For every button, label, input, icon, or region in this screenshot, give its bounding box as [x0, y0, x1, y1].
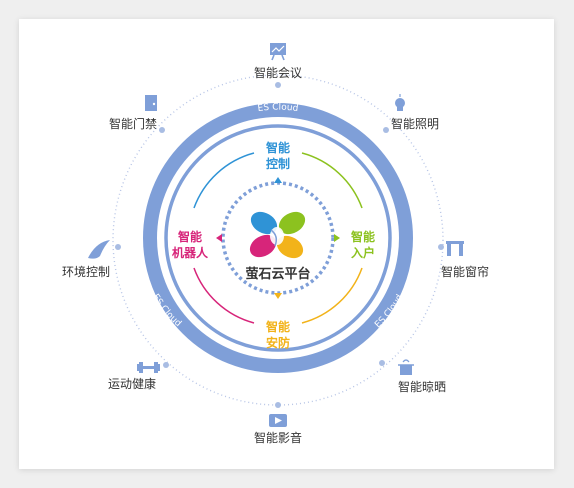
segment-bottom-line2: 安防: [266, 335, 290, 350]
arrow-bottom: [274, 293, 282, 299]
ezviz-logo: [249, 211, 306, 259]
clothes-drying-icon: [398, 359, 414, 375]
center-title: 萤石云平台: [245, 266, 310, 282]
segment-top-line1: 智能: [265, 140, 290, 155]
segment-right-line2: 入户: [351, 245, 375, 260]
light-bulb-icon: [395, 94, 405, 111]
segment-right-line1: 智能: [350, 229, 375, 244]
orbit-dots: [115, 82, 444, 408]
outer-orbit: [112, 74, 444, 406]
arrow-right: [334, 234, 340, 242]
air-wave-icon: [88, 240, 110, 259]
dumbbell-icon: [137, 362, 160, 373]
arc-left-top: [193, 152, 255, 209]
door-icon: [145, 95, 157, 111]
presentation-board-icon: [270, 43, 286, 61]
arc-top-right: [301, 152, 363, 209]
ring-label-top: ES Cloud: [257, 103, 299, 115]
arrow-left: [216, 234, 222, 242]
play-video-icon: [269, 414, 287, 427]
curtain-icon: [446, 241, 464, 256]
label-fitness: 运动健康: [108, 376, 156, 391]
segment-top-line2: 控制: [266, 156, 290, 171]
arrow-top: [274, 177, 282, 183]
es-cloud-ring: [143, 103, 413, 373]
label-meeting: 智能会议: [254, 65, 302, 80]
label-environment: 环境控制: [62, 264, 110, 279]
arc-bottom-left: [193, 267, 255, 324]
label-drying: 智能晾晒: [398, 379, 446, 394]
label-access: 智能门禁: [109, 116, 157, 131]
segment-left-line2: 机器人: [172, 245, 209, 260]
label-av: 智能影音: [254, 430, 302, 445]
inner-ring-line: [164, 124, 392, 352]
arc-right-bottom: [301, 267, 363, 324]
label-curtain: 智能窗帘: [441, 264, 489, 279]
segment-left-line1: 智能: [177, 229, 202, 244]
label-lighting: 智能照明: [391, 116, 439, 131]
segment-bottom-line1: 智能: [265, 319, 290, 334]
